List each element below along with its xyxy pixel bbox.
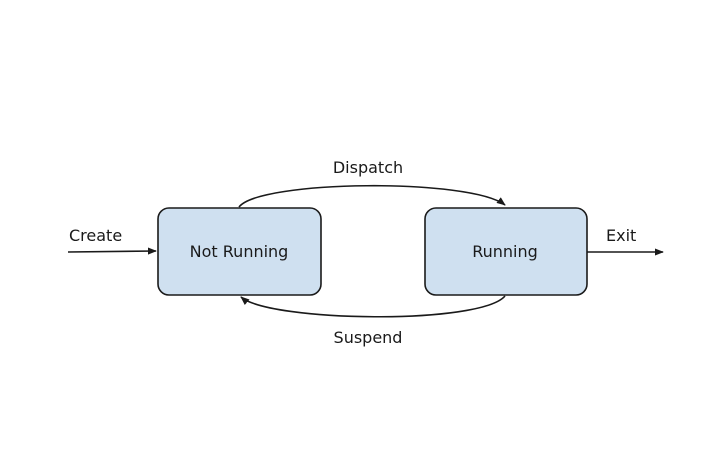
create-label: Create [69,226,122,245]
create-arrow [67,247,157,255]
suspend-arrow [240,295,506,318]
state-running-label: Running [472,242,538,261]
dispatch-arrow [238,184,506,208]
dispatch-label: Dispatch [333,158,403,177]
suspend-label: Suspend [334,328,403,347]
state-not-running [157,207,322,296]
exit-label: Exit [606,226,636,245]
state-not-running-label: Not Running [190,242,289,261]
